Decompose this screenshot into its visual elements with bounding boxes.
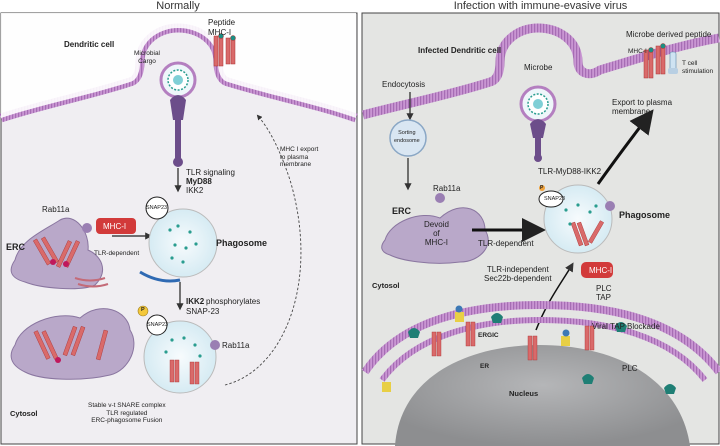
- microbial-cargo-label: Microbial Cargo: [134, 50, 161, 65]
- left-panel-title: Normally: [156, 0, 200, 12]
- left-mhc-box: [96, 218, 136, 234]
- left-cytosol-label: Cytosol: [10, 409, 38, 418]
- nucleus-shape: [395, 345, 690, 446]
- microbe-peptide-label: Microbe derived peptide: [626, 30, 712, 39]
- right-p-marker: P: [540, 185, 544, 191]
- left-mhc-box-label: MHC-I: [103, 222, 127, 231]
- left-tlr: [170, 95, 186, 167]
- snap23-line-label: SNAP-23: [186, 307, 220, 316]
- nucleus-label: Nucleus: [509, 389, 539, 398]
- snap23-label-b: SNAP23: [147, 322, 169, 328]
- tlr-myd88-ikk2-label: TLR-MyD88-IKK2: [538, 167, 602, 176]
- plc-tap-label: PLC TAP: [596, 284, 612, 302]
- right-mhc-top-label: MHC-I: [628, 48, 647, 55]
- mhc-export-label: MHC I export to plasma membrane: [280, 146, 319, 168]
- right-snap23-label: SNAP23: [544, 196, 566, 202]
- tap-blockade: [382, 305, 570, 392]
- left-phagosome-bottom: [137, 305, 220, 394]
- t-cell-stim-label: T cell stimulation: [682, 60, 714, 75]
- peptide-label: Peptide: [208, 18, 236, 27]
- left-phagosome-label: Phagosome: [216, 238, 268, 248]
- right-erc-label: ERC: [392, 206, 412, 216]
- right-rab11a-label: Rab11a: [433, 184, 461, 193]
- right-mhc-box-label: MHC-I: [589, 266, 613, 275]
- left-erc-bottom: [10, 308, 135, 380]
- ikk2-phos-label: IKK2: [186, 297, 205, 306]
- right-top-mhc: [643, 43, 666, 79]
- plc-label: PLC: [622, 364, 638, 373]
- viral-tap-label: Viral TAP Blockade: [592, 322, 660, 331]
- stable-complex-label: Stable v-t SNARE complex TLR regulated E…: [88, 402, 166, 424]
- myd88-label: MyD88: [186, 177, 212, 186]
- ikk2-label: IKK2: [186, 186, 204, 195]
- infected-dc-label: Infected Dendritic cell: [418, 46, 502, 55]
- tlr-independent-label: TLR-independent Sec22b-dependent: [484, 265, 552, 283]
- right-phagosome-label: Phagosome: [619, 210, 671, 220]
- phosphorylates-label: phosphorylates: [206, 297, 261, 306]
- dendritic-cell-label: Dendritic cell: [64, 40, 115, 49]
- snap23-label-a: SNAP23: [146, 205, 168, 211]
- er-label: ER: [480, 363, 490, 370]
- left-top-mhc: [213, 33, 236, 67]
- left-tlr-dependent-label: TLR-dependent: [94, 250, 140, 257]
- export-pm-label: Export to plasma membrane: [612, 98, 673, 116]
- er-mhc-group: [431, 321, 595, 361]
- left-rab11a-label-b: Rab11a: [222, 341, 250, 350]
- ergic-label: ERGIC: [478, 332, 499, 339]
- sorting-endosome: [389, 119, 427, 157]
- right-panel-title: Infection with immune-evasive virus: [453, 0, 628, 12]
- right-erc-shape: [381, 207, 489, 264]
- left-rab11a-label: Rab11a: [42, 205, 70, 214]
- right-mhc-box: [581, 262, 613, 278]
- right-tlr-dependent-label: TLR-dependent: [478, 239, 534, 248]
- t-cell-receptor: [668, 51, 678, 74]
- plc-markers: [408, 313, 676, 394]
- devoid-label: Devoid of MHC-I: [424, 220, 449, 247]
- er-membrane: [361, 300, 720, 382]
- left-mhc-top-label: MHC-I: [208, 28, 232, 37]
- right-cytosol-label: Cytosol: [372, 281, 400, 290]
- right-plasma-membrane: [361, 23, 720, 120]
- right-microbe: [519, 85, 557, 123]
- left-phagosome-top: [139, 196, 218, 283]
- left-erc-label: ERC: [6, 242, 26, 252]
- right-tlr: [530, 119, 546, 162]
- microbe-label: Microbe: [524, 63, 553, 72]
- left-p-marker: P: [141, 307, 145, 313]
- endocytosis-label: Endocytosis: [382, 80, 426, 89]
- left-plasma-membrane: [0, 13, 358, 123]
- left-erc-top: [10, 217, 109, 290]
- microbial-cargo: [159, 61, 197, 99]
- right-phagosome: [538, 184, 615, 254]
- sorting-endosome-label: Sorting endosome: [394, 130, 420, 144]
- tlr-signaling-label: TLR signaling: [186, 168, 235, 177]
